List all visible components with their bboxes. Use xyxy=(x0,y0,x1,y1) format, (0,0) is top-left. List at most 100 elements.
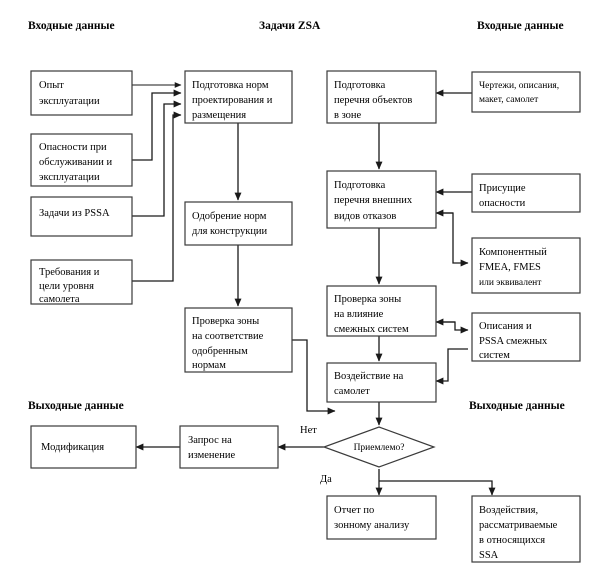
node-pssa-tasks-line-0: Задачи из PSSA xyxy=(39,208,110,219)
header-center-tasks: Задачи ZSA xyxy=(259,20,321,32)
node-effects-ssa-line-3: SSA xyxy=(479,550,499,561)
node-zonal-report-line-0: Отчет по xyxy=(334,505,374,516)
edge-requirements-to-norms xyxy=(132,111,182,282)
node-experience[interactable]: Опыт эксплуатации xyxy=(30,70,133,116)
node-component-fmea-line-2: или эквивалент xyxy=(479,278,542,288)
node-experience-line-0: Опыт xyxy=(39,80,64,91)
node-modification[interactable]: Модификация xyxy=(30,425,137,469)
node-drawings[interactable]: Чертежи, описания, макет, самолет xyxy=(471,71,581,113)
edge-adjacent-to-descriptions xyxy=(436,321,469,334)
node-component-fmea-box[interactable] xyxy=(471,237,581,294)
node-prepare-object-list-line-1: перечня объектов xyxy=(334,95,412,106)
node-effects-ssa-box[interactable] xyxy=(471,495,581,563)
node-check-zone-compliance-line-1: на соответствие xyxy=(192,331,264,342)
node-check-adjacent-systems-line-1: на влияние xyxy=(334,309,384,320)
node-check-zone-compliance-line-2: одобренным xyxy=(192,346,248,357)
header-right-input: Входные данные xyxy=(477,20,564,32)
node-prepare-design-norms-box[interactable] xyxy=(184,70,293,124)
node-prepare-design-norms[interactable]: Подготовка норм проектирования и размеще… xyxy=(184,70,293,124)
node-aircraft-requirements-line-0: Требования и xyxy=(39,267,100,278)
header-right-output: Выходные данные xyxy=(469,400,565,412)
node-prepare-object-list-box[interactable] xyxy=(326,70,437,124)
node-inherent-hazards[interactable]: Присущие опасности xyxy=(471,173,581,213)
node-inherent-hazards-box[interactable] xyxy=(471,173,581,213)
node-approve-norms-line-0: Одобрение норм xyxy=(192,211,267,222)
node-check-zone-compliance-box[interactable] xyxy=(184,307,293,373)
node-drawings-line-1: макет, самолет xyxy=(479,95,539,105)
header-left-input: Входные данные xyxy=(28,20,115,32)
node-effects-ssa-line-2: в относящихся xyxy=(479,535,545,546)
node-change-request-line-0: Запрос на xyxy=(188,435,232,446)
node-modification-line-0: Модификация xyxy=(41,442,104,453)
edge-failurelist-to-fmea xyxy=(436,212,469,267)
node-check-adjacent-systems-line-2: смежных систем xyxy=(334,324,409,335)
edge-decision-yes-to-ssa xyxy=(379,480,496,496)
node-prepare-failure-list-line-0: Подготовка xyxy=(334,180,386,191)
node-zonal-report-line-1: зонному анализу xyxy=(334,520,410,531)
node-hazards-maintenance[interactable]: Опасности при обслуживании и эксплуатаци… xyxy=(30,133,133,187)
node-approve-norms-line-1: для конструкции xyxy=(192,226,268,237)
node-hazards-maintenance-line-0: Опасности при xyxy=(39,142,107,153)
node-experience-line-1: эксплуатации xyxy=(39,96,100,107)
node-change-request-box[interactable] xyxy=(179,425,279,469)
node-descriptions-pssa-line-2: систем xyxy=(479,350,510,361)
edge-descriptions-to-effect xyxy=(435,348,468,385)
node-aircraft-requirements-box[interactable] xyxy=(30,259,133,305)
node-hazards-maintenance-line-1: обслуживании и xyxy=(39,157,112,168)
node-check-adjacent-systems-line-0: Проверка зоны xyxy=(334,294,401,305)
node-aircraft-effect-line-0: Воздействие на xyxy=(334,371,404,382)
edge-label-no: Нет xyxy=(300,425,317,436)
node-hazards-maintenance-line-2: эксплуатации xyxy=(39,172,100,183)
node-effects-ssa-line-1: рассматриваемые xyxy=(479,520,558,531)
node-prepare-failure-list-box[interactable] xyxy=(326,170,437,229)
node-inherent-hazards-line-0: Присущие xyxy=(479,183,526,194)
node-aircraft-requirements[interactable]: Требования и цели уровня самолета xyxy=(30,259,133,305)
node-aircraft-effect-line-1: самолет xyxy=(334,386,370,397)
node-descriptions-pssa-line-1: PSSA смежных xyxy=(479,336,548,347)
node-aircraft-effect-box[interactable] xyxy=(326,362,437,403)
node-approve-norms-box[interactable] xyxy=(184,201,293,246)
node-inherent-hazards-line-1: опасности xyxy=(479,198,526,209)
node-check-zone-compliance[interactable]: Проверка зоны на соответствие одобренным… xyxy=(184,307,293,373)
node-check-adjacent-systems-box[interactable] xyxy=(326,285,437,337)
node-acceptable-decision[interactable]: Приемлемо? xyxy=(322,426,436,468)
node-aircraft-requirements-line-2: самолета xyxy=(39,294,80,305)
node-descriptions-pssa[interactable]: Описания и PSSA смежных систем xyxy=(471,312,581,362)
node-change-request-line-1: изменение xyxy=(188,450,235,461)
node-aircraft-requirements-line-1: цели уровня xyxy=(39,281,94,292)
node-prepare-object-list-line-0: Подготовка xyxy=(334,80,386,91)
node-experience-box[interactable] xyxy=(30,70,133,116)
node-acceptable-decision-shape[interactable] xyxy=(322,426,436,468)
node-component-fmea-line-0: Компонентный xyxy=(479,247,547,258)
node-acceptable-decision-label: Приемлемо? xyxy=(354,443,405,453)
node-zonal-report[interactable]: Отчет по зонному анализу xyxy=(326,495,437,540)
node-pssa-tasks[interactable]: Задачи из PSSA xyxy=(30,196,133,237)
node-descriptions-pssa-box[interactable] xyxy=(471,312,581,362)
node-prepare-failure-list[interactable]: Подготовка перечня внешних видов отказов xyxy=(326,170,437,229)
node-pssa-tasks-box[interactable] xyxy=(30,196,133,237)
node-approve-norms[interactable]: Одобрение норм для конструкции xyxy=(184,201,293,246)
node-modification-box[interactable] xyxy=(30,425,137,469)
edge-compliance-to-decision xyxy=(292,339,336,415)
node-aircraft-effect[interactable]: Воздействие на самолет xyxy=(326,362,437,403)
node-prepare-failure-list-line-1: перечня внешних xyxy=(334,195,413,206)
node-prepare-object-list[interactable]: Подготовка перечня объектов в зоне xyxy=(326,70,437,124)
node-check-zone-compliance-line-0: Проверка зоны xyxy=(192,316,259,327)
node-component-fmea[interactable]: Компонентный FMEA, FMES или эквивалент xyxy=(471,237,581,294)
node-drawings-box[interactable] xyxy=(471,71,581,113)
node-prepare-object-list-line-2: в зоне xyxy=(334,110,362,121)
node-drawings-line-0: Чертежи, описания, xyxy=(479,81,559,91)
node-effects-ssa[interactable]: Воздействия, рассматриваемые в относящих… xyxy=(471,495,581,563)
node-check-adjacent-systems[interactable]: Проверка зоны на влияние смежных систем xyxy=(326,285,437,337)
header-left-output: Выходные данные xyxy=(28,400,124,412)
node-prepare-failure-list-line-2: видов отказов xyxy=(334,211,396,222)
node-change-request[interactable]: Запрос на изменение xyxy=(179,425,279,469)
node-zonal-report-box[interactable] xyxy=(326,495,437,540)
node-prepare-design-norms-line-1: проектирования и xyxy=(192,95,273,106)
node-hazards-maintenance-box[interactable] xyxy=(30,133,133,187)
edge-label-yes: Да xyxy=(320,474,332,485)
node-check-zone-compliance-line-3: нормам xyxy=(192,360,226,371)
node-component-fmea-line-1: FMEA, FMES xyxy=(479,262,541,273)
